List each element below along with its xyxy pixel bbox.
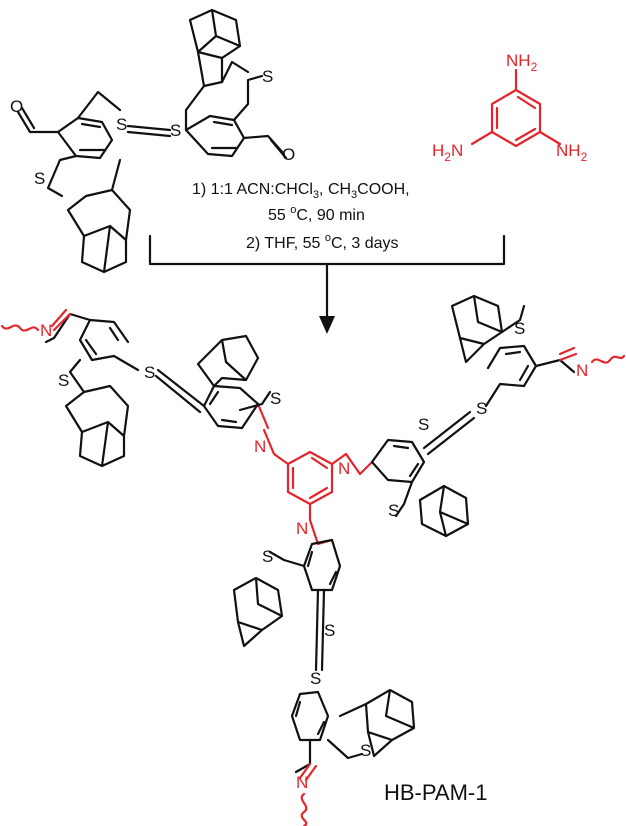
sulfur-label: S <box>34 169 45 188</box>
sulfur-label: S <box>360 741 371 760</box>
sulfur-label: S <box>262 67 273 86</box>
left-aldehyde-bond <box>16 110 60 134</box>
imine-nitrogen-label: N <box>338 459 350 478</box>
sulfur-label: S <box>116 115 127 134</box>
polymer-continuation <box>0 324 40 332</box>
imine-nitrogen-label: N <box>296 773 308 792</box>
product-polymer: N N N S N S S S S N S S <box>0 294 626 826</box>
sulfur-label: S <box>58 371 69 390</box>
bottom-arm-ring-a <box>302 538 342 592</box>
right-arm-ring-b <box>484 344 538 408</box>
imine-nitrogen-label: N <box>296 519 308 538</box>
amine-top-label: NH2 <box>506 51 538 74</box>
oxygen-label: O <box>282 145 295 164</box>
sulfur-label: S <box>262 547 273 566</box>
right-adamantane-a <box>450 294 504 364</box>
sulfur-label: S <box>144 363 155 382</box>
sulfur-label: S <box>418 415 429 434</box>
amine-right-label: NH2 <box>556 141 588 164</box>
sulfur-label: S <box>270 389 281 408</box>
sulfur-label: S <box>476 399 487 418</box>
bottom-arm-ring-b <box>290 690 330 742</box>
right-adamantane-b <box>418 484 470 538</box>
triamine-ring <box>490 88 542 148</box>
left-arm-ring-b <box>78 318 140 372</box>
alkyne-bond <box>126 124 172 138</box>
core-benzene-ring <box>286 450 334 506</box>
imine-nitrogen-label: N <box>576 361 588 380</box>
left-adamantane-a <box>64 384 130 468</box>
imine-nitrogen-label: N <box>254 437 266 456</box>
amine-left-label: H2N <box>432 141 463 164</box>
polymer-continuation <box>590 354 626 364</box>
left-adamantane <box>66 158 132 274</box>
imine-nitrogen-label: N <box>40 321 52 340</box>
bottom-adamantane-a <box>232 576 284 648</box>
polymer-continuation <box>300 792 308 826</box>
condition-line-1: 1) 1:1 ACN:CHCl3, CH3COOH, <box>192 181 410 201</box>
reaction-conditions: 1) 1:1 ACN:CHCl3, CH3COOH, 55 oC, 90 min… <box>148 181 506 334</box>
right-adamantane <box>188 8 242 88</box>
dialdehyde-monomer: S S S O O S <box>10 8 295 274</box>
condition-line-3: 2) THF, 55 oC, 3 days <box>246 232 399 252</box>
left-adamantane-b <box>196 334 260 388</box>
sulfur-label: S <box>324 621 335 640</box>
sulfur-label: S <box>310 669 321 688</box>
sulfur-label: S <box>514 319 525 338</box>
right-arm-ring-a <box>370 438 426 484</box>
oxygen-label: O <box>10 97 23 116</box>
sulfur-label: S <box>170 121 181 140</box>
reaction-arrow-head <box>319 316 335 334</box>
triamine-monomer: NH2 H2N NH2 <box>432 51 588 164</box>
sulfur-label: S <box>388 501 399 520</box>
condition-line-2: 55 oC, 90 min <box>268 204 365 224</box>
bottom-adamantane-b <box>338 688 416 758</box>
product-name-label: HB-PAM-1 <box>384 780 488 805</box>
right-aldehyde-bond <box>242 134 286 156</box>
